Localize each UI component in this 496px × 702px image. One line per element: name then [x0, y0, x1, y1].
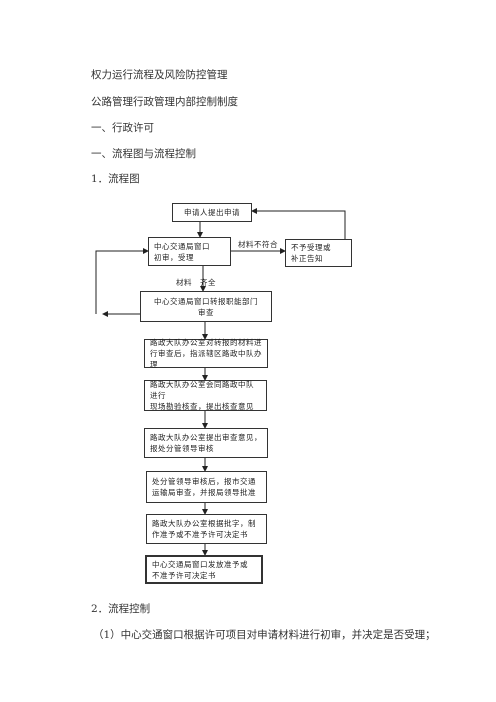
flow-step-initial-review-l1: 中心交通局窗口 [154, 241, 210, 251]
flow-step-apply: 申请人提出申请 [172, 203, 252, 222]
label-materials-complete: 材料 齐全 [176, 278, 216, 287]
flow-step-transfer-department-l2: 审查 [198, 307, 214, 317]
flow-step-make-decision: 路政大队办公室根据批字，制 作准予或不准予许可决定书 [146, 514, 267, 544]
section-heading-1: 一、行政许可 [91, 122, 154, 134]
flow-step-leader-approval: 处分管领导审核后，报市交通 运输局审查，并报局领导批准 [146, 471, 267, 503]
flow-step-site-inspection: 路政大队办公室会同路政中队进行 现场勘验核查，提出核查意见 [144, 380, 267, 411]
flow-step-initial-review: 中心交通局窗口 初审，受理 [148, 237, 231, 266]
flow-step-reject-notice-l1: 不予受理或 [291, 243, 331, 252]
flow-step-initial-review-l2: 初审，受理 [154, 252, 194, 262]
flow-step-review-assign-l2: 行审查后，指派辖区路政中队办理 [150, 349, 262, 369]
flow-step-make-decision-l2: 作准予或不准予许可决定书 [152, 530, 248, 539]
doc-title-2: 公路管理行政管理内部控制制度 [91, 96, 238, 108]
flow-step-apply-text: 申请人提出申请 [184, 208, 240, 217]
flow-step-site-inspection-l2: 现场勘验核查，提出核查意见 [150, 402, 254, 411]
flow-step-review-opinion-l2: 报处分管领导审核 [150, 444, 214, 453]
flowchart-heading: 1．流程图 [91, 173, 140, 185]
label-materials-not-meet: 材料不符合 [238, 240, 278, 249]
flow-step-review-assign: 路政大队办公室对转报的材料进 行审查后，指派辖区路政中队办理 [144, 338, 268, 369]
flow-step-leader-approval-l1: 处分管领导审核后，报市交通 [152, 477, 256, 486]
flow-step-make-decision-l1: 路政大队办公室根据批字，制 [152, 519, 256, 528]
flow-step-leader-approval-l2: 运输局审查，并报局领导批准 [152, 488, 256, 497]
process-control-heading: 2．流程控制 [91, 603, 151, 615]
flow-step-transfer-department-l1: 中心交通局窗口转报职能部门 [154, 296, 258, 306]
flow-step-review-opinion: 路政大队办公室提出审查意见， 报处分管领导审核 [144, 428, 268, 458]
flow-step-transfer-department: 中心交通局窗口转报职能部门 审查 [140, 291, 272, 322]
flow-step-issue-decision-l2: 不准予许可决定书 [152, 570, 216, 580]
flow-step-reject-notice: 不予受理或 补正告知 [285, 239, 352, 267]
flow-step-issue-decision-l1: 中心交通局窗口发放准予或 [152, 559, 248, 569]
doc-title-1: 权力运行流程及风险防控管理 [91, 69, 228, 81]
flow-step-review-opinion-l1: 路政大队办公室提出审查意见， [150, 433, 262, 442]
flow-step-review-assign-l1: 路政大队办公室对转报的材料进 [150, 338, 262, 347]
section-heading-2: 一、流程图与流程控制 [91, 148, 196, 160]
flow-step-site-inspection-l1: 路政大队办公室会同路政中队进行 [150, 380, 254, 400]
flow-step-reject-notice-l2: 补正告知 [291, 254, 323, 263]
paragraph-1: （1）中心交通窗口根据许可项目对申请材料进行初审，并决定是否受理； [93, 629, 436, 641]
flow-step-issue-decision: 中心交通局窗口发放准予或 不准予许可决定书 [145, 555, 263, 584]
